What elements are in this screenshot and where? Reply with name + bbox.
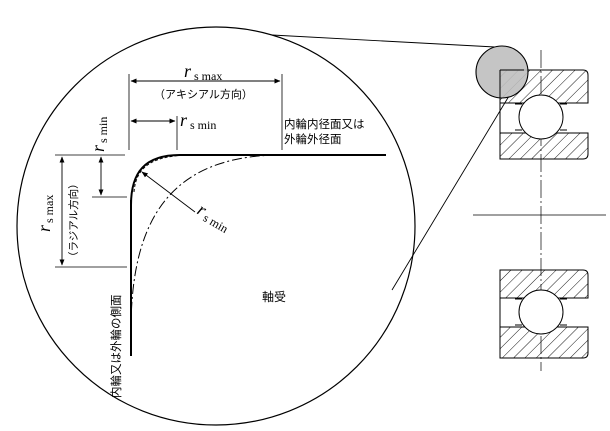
bearing-cross-section [473, 50, 606, 371]
axial-direction-label: （アキシアル方向） [154, 87, 253, 101]
bearing-label: 軸受 [262, 290, 286, 304]
rs-min-top-r: r [180, 110, 188, 130]
tangent-line-bottom [391, 95, 510, 291]
rs-max-top-r: r [184, 61, 192, 81]
rs-min-left-sub: s min [96, 117, 110, 143]
chamfer-profile [130, 154, 386, 356]
rs-min-diag-sub: s min [201, 211, 231, 236]
rs-min-top-sub: s min [190, 118, 216, 132]
rs-max-top-sub: s max [194, 69, 222, 83]
rs-max-left-sub: s max [42, 195, 56, 223]
bore-surface-label-2: 外輪外径面 [284, 132, 342, 146]
rs-min-left-r: r [88, 144, 108, 152]
radial-direction-label: （ラジアル方向） [67, 178, 80, 262]
tangent-line-top [271, 34, 496, 48]
magnify-spot [475, 45, 529, 99]
side-face-label: 内輪又は外輪の側面 [109, 295, 123, 399]
rs-max-left-r: r [34, 224, 54, 232]
dimension-arrows [59, 78, 281, 266]
extension-lines [55, 74, 283, 268]
bore-surface-label-1: 内輪内径面又は [284, 117, 365, 131]
magnified-circle [16, 26, 416, 426]
